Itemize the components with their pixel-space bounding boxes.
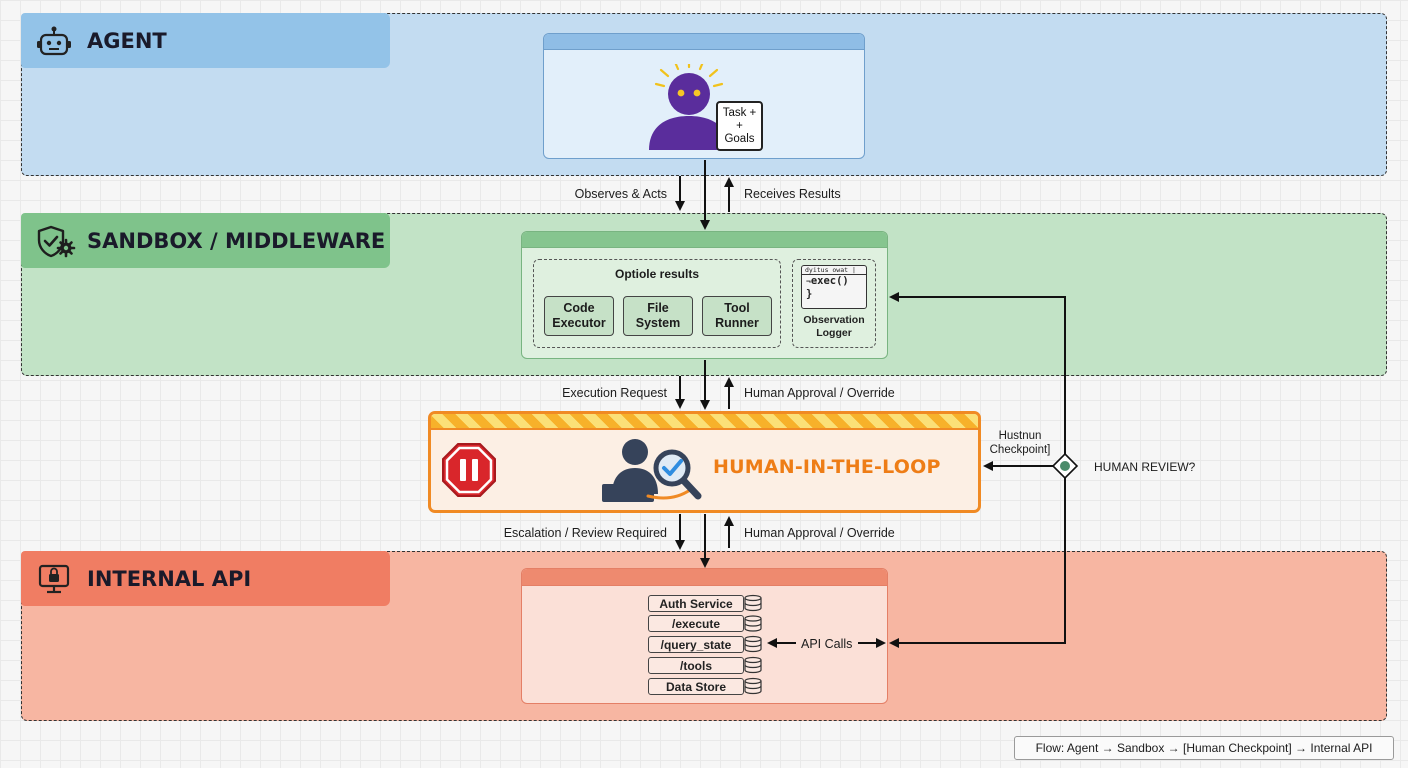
agent-zone-label: AGENT [21,13,390,68]
database-icons [744,594,762,695]
task-goals-badge: Task + + Goals [716,101,763,151]
decision-diamond [1051,452,1079,480]
edge-label-human-checkpoint: Hustnun Checkpoint] [985,429,1055,457]
edge-label-human-approval-2: Human Approval / Override [744,526,895,540]
endpoint-label: /execute [671,616,721,631]
agent-card-header [544,34,864,50]
endpoint-data-store[interactable]: Data Store [648,678,744,695]
endpoint-label: Auth Service [659,596,733,611]
edge-label-observes-acts: Observes & Acts [574,187,667,201]
flow-legend-text: Flow: Agent → Sandbox → [Human Checkpoin… [1035,741,1373,755]
database-icon [744,594,762,612]
code-executor-line1: Code [563,301,595,315]
endpoint-label: /query_state [660,637,732,652]
code-snippet-header: dyitus owat | [802,266,866,275]
stop-pause-icon [442,443,496,497]
sandbox-zone-title: SANDBOX / MIDDLEWARE [87,228,386,253]
edge-label-execution-request: Execution Request [562,386,667,400]
checkpoint-line2: Checkpoint] [989,444,1051,456]
flow-legend: Flow: Agent → Sandbox → [Human Checkpoin… [1014,736,1394,760]
endpoint-label: /tools [680,658,712,673]
tools-group-title: Optiole results [614,267,700,281]
database-icon [744,615,762,632]
endpoint-auth-service[interactable]: Auth Service [648,595,744,612]
human-in-the-loop-box: HUMAN-IN-THE-LOOP [428,411,981,513]
edge-label-human-review: HUMAN REVIEW? [1094,460,1196,474]
task-goals-line3: Goals [724,132,755,145]
hitl-title: HUMAN-IN-THE-LOOP [713,456,941,478]
logger-label-line1: Observation [803,314,865,326]
api-zone-title: INTERNAL API [87,566,252,591]
tool-runner-line2: Runner [715,316,759,330]
agent-zone-title: AGENT [87,28,167,53]
api-card-header [522,569,887,586]
code-executor-line2: Executor [552,316,606,330]
review-line-to-sandbox [889,292,1066,455]
agent-person-icon [649,64,729,150]
observation-logger-label: Observation Logger [792,314,876,340]
code-line: exec() [810,275,849,287]
tool-runner-line1: Tool [724,301,750,315]
tool-runner-tool[interactable]: Tool Runner [702,296,772,336]
code-snippet-body: ¬exec() } [802,275,866,300]
observation-logger-group [792,259,876,348]
endpoint-tools[interactable]: /tools [648,657,744,674]
file-system-tool[interactable]: File System [623,296,693,336]
checkpoint-line1: Hustnun [998,430,1042,442]
code-snippet: dyitus owat | ¬exec() } [801,265,867,309]
review-line-to-api [889,478,1066,648]
hazard-stripes [431,414,978,430]
endpoint-query-state[interactable]: /query_state [648,636,744,653]
reviewer-magnifier-icon [602,439,702,502]
tools-group [533,259,781,348]
edge-label-api-calls: API Calls [801,637,853,651]
database-icon [744,635,762,653]
code-prefix: ¬ [806,277,811,286]
api-zone-label: INTERNAL API [21,551,390,606]
file-system-line1: File [647,301,669,315]
shield-gear-icon [37,225,76,258]
file-system-line2: System [635,316,681,330]
task-goals-line1: Task + [722,106,757,119]
robot-icon [37,26,71,56]
database-icon [744,656,762,674]
code-executor-tool[interactable]: Code Executor [544,296,614,336]
edge-label-human-approval-1: Human Approval / Override [744,386,895,400]
task-goals-line2: + [736,119,743,132]
edge-label-escalation: Escalation / Review Required [503,526,667,540]
sandbox-card-header [522,232,887,248]
database-icon [744,677,762,695]
endpoint-label: Data Store [665,679,727,694]
edge-label-receives-results: Receives Results [744,187,841,201]
logger-label-line2: Logger [816,327,852,339]
sandbox-zone-label: SANDBOX / MIDDLEWARE [21,213,390,268]
code-brace: } [806,288,813,300]
endpoint-execute[interactable]: /execute [648,615,744,632]
locked-monitor-icon [38,564,70,594]
